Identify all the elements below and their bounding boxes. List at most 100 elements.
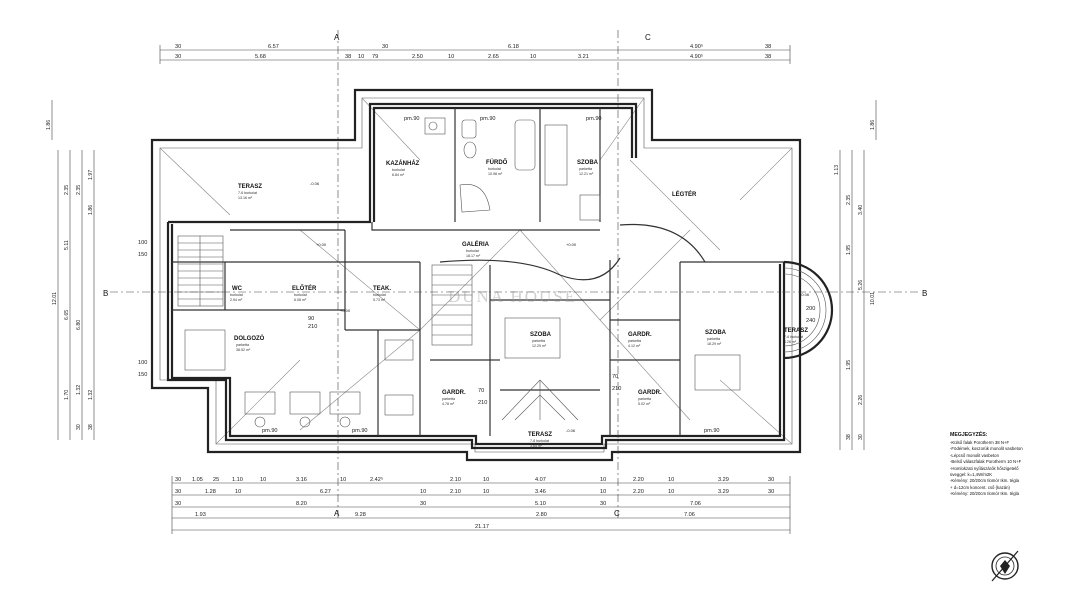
dim-bot-2-9: 2.20 bbox=[633, 489, 644, 495]
room-sub-gardrob-c: parketta bbox=[628, 339, 641, 343]
room-area-terasz-e: 4.26 m² bbox=[784, 340, 797, 344]
dim-bot-4-1: 9.28 bbox=[355, 512, 366, 518]
opening-label: pm.90 bbox=[704, 428, 720, 434]
dim-bot-1-14: 3.29 bbox=[718, 477, 729, 483]
legend-title: MEGJEGYZÉS: bbox=[950, 432, 988, 438]
opening-label: pm.90 bbox=[352, 428, 368, 434]
room-name-gardrob-s2: GARDR. bbox=[638, 390, 662, 396]
dims-top: 30 6.57 30 6.18 4.90⁵ 38 30 5.68 38 10 7… bbox=[159, 43, 791, 64]
room-labels: TERASZ 7-6 burkolat 13.16 m² KAZÁNHÁZ bu… bbox=[230, 159, 808, 448]
dim-top-2-3: 10 bbox=[358, 54, 364, 60]
opening-label: 70 bbox=[612, 374, 618, 380]
room-area-galeria: 18.17 m² bbox=[466, 254, 481, 258]
east-bay bbox=[783, 260, 834, 360]
room-area-eloter: 6.08 m² bbox=[294, 298, 307, 302]
room-area-szoba-e: 18.29 m² bbox=[707, 342, 722, 346]
room-area-dolgozo: 38.52 m² bbox=[236, 348, 251, 352]
dim-top-2-0: 30 bbox=[175, 54, 181, 60]
dim-top-2-4: 79 bbox=[372, 54, 378, 60]
dim-bot-4-2: 2.80 bbox=[536, 512, 547, 518]
room-area-terasz-nw: 13.16 m² bbox=[238, 196, 253, 200]
room-sub-szoba-n: parketta bbox=[579, 167, 592, 171]
opening-label: 150 bbox=[138, 252, 147, 258]
room-area-gardrob-c: 4.12 m² bbox=[628, 344, 641, 348]
dim-bot-2-7: 3.46 bbox=[535, 489, 546, 495]
dim-left-10: 1.32 bbox=[76, 385, 82, 395]
roof-outline bbox=[150, 88, 802, 462]
opening-label: 100 bbox=[138, 240, 147, 246]
room-sub-terasz-e: 7-6 burkolat bbox=[784, 335, 803, 339]
dim-bot-1-4: 10 bbox=[260, 477, 266, 483]
legend-item: üveggel: k=1,4W/m2K bbox=[950, 472, 993, 478]
dim-bot-2-3: 6.27 bbox=[320, 489, 331, 495]
room-name-dolgozo: DOLGOZÓ bbox=[234, 334, 265, 342]
room-name-terasz-nw: TERASZ bbox=[238, 184, 262, 190]
dim-bot-4-0: 1.93 bbox=[195, 512, 206, 518]
dim-bot-1-0: 30 bbox=[175, 477, 181, 483]
level-marks: -0.06 +0.00 +0.00 +0.00 -0.06 -0.06 bbox=[310, 181, 810, 433]
dim-left-2: 2.35 bbox=[76, 185, 82, 195]
dim-bot-1-2: 25 bbox=[213, 477, 219, 483]
dim-bot-1-7: 2.42⁵ bbox=[370, 476, 383, 483]
room-sub-kazanhaz: burkolat bbox=[392, 168, 405, 172]
dim-bot-total: 21.17 bbox=[475, 524, 489, 530]
dim-bot-1-10: 4.07 bbox=[535, 477, 546, 483]
room-area-szoba-n: 12.21 m² bbox=[579, 172, 594, 176]
dim-left-8: 6.80 bbox=[76, 320, 82, 330]
opening-label: 70 bbox=[478, 388, 484, 394]
dim-right-4: 1.95 bbox=[846, 245, 852, 255]
axis-label-a-top: A bbox=[334, 33, 340, 42]
watermark-text: DUNA HOUSE bbox=[448, 287, 577, 306]
room-sub-szoba-c: parketta bbox=[532, 339, 545, 343]
room-area-gardrob-s2: 5.02 m² bbox=[638, 402, 651, 406]
room-name-legter: LÉGTÉR bbox=[672, 190, 697, 198]
level-terasz-e: -0.06 bbox=[800, 292, 810, 297]
dim-bot-2-2: 10 bbox=[235, 489, 241, 495]
level-dolgozo: +0.00 bbox=[340, 308, 351, 313]
dim-top-1-5: 38 bbox=[765, 44, 771, 50]
room-sub-wc: burkolat bbox=[230, 293, 243, 297]
dim-top-1-3: 6.18 bbox=[508, 44, 519, 50]
dim-top-2-2: 38 bbox=[345, 54, 351, 60]
dim-top-2-5: 2.50 bbox=[412, 54, 423, 60]
dim-top-2-1: 5.68 bbox=[255, 54, 266, 60]
dim-top-1-1: 6.57 bbox=[268, 44, 279, 50]
opening-labels: 100 150 100 150 90 210 70 210 70 210 200… bbox=[138, 116, 815, 434]
opening-label: 200 bbox=[806, 306, 815, 312]
room-name-kazanhaz: KAZÁNHÁZ bbox=[386, 160, 420, 167]
dim-bot-2-8: 10 bbox=[600, 489, 606, 495]
room-name-szoba-c: SZOBA bbox=[530, 332, 552, 338]
dim-top-2-7: 2.65 bbox=[488, 54, 499, 60]
dim-left-13: 30 bbox=[76, 424, 82, 430]
dims-left: 1.86 2.35 2.35 1.97 1.86 5.11 6.65 12.01… bbox=[46, 100, 95, 440]
room-name-eloter: ELŐTÉR bbox=[292, 284, 317, 292]
room-name-szoba-e: SZOBA bbox=[705, 330, 727, 336]
dim-top-1-4: 4.90⁵ bbox=[690, 43, 703, 50]
legend-item: -Homlokzati nyílászárók hőszigetelő bbox=[950, 465, 1019, 471]
room-name-terasz-e: TERASZ bbox=[784, 328, 808, 334]
dim-right-9: 38 bbox=[846, 434, 852, 440]
axis-label-c-top: C bbox=[645, 33, 651, 42]
legend-item: -Lépcső monolit vasbeton bbox=[950, 452, 999, 458]
dim-right-7: 1.95 bbox=[846, 360, 852, 370]
bathroom-fixtures bbox=[424, 117, 568, 213]
room-sub-szoba-e: parketta bbox=[707, 337, 720, 341]
opening-label: 210 bbox=[478, 400, 487, 406]
room-sub-gardrob-s2: parketta bbox=[638, 397, 651, 401]
opening-label: 210 bbox=[308, 324, 317, 330]
room-name-wc: WC bbox=[232, 286, 243, 292]
dim-bot-1-3: 1.10 bbox=[232, 477, 243, 483]
dim-bot-1-9: 10 bbox=[483, 477, 489, 483]
opening-label: 240 bbox=[806, 318, 815, 324]
north-arrow-icon bbox=[991, 550, 1019, 582]
axis-lines bbox=[110, 30, 920, 520]
level-galeria: +0.00 bbox=[566, 242, 577, 247]
notes-legend: MEGJEGYZÉS: -Külső falak Porotherm 38 N+… bbox=[950, 432, 1070, 498]
dim-left-4: 1.86 bbox=[88, 205, 94, 215]
room-area-terasz-s: 3.65 m² bbox=[530, 444, 543, 448]
room-name-teakonyha: TEAK. bbox=[373, 286, 391, 292]
room-sub-dolgozo: parketta bbox=[236, 343, 249, 347]
dim-top-2-8: 10 bbox=[530, 54, 536, 60]
axis-label-b-left: B bbox=[103, 289, 108, 298]
